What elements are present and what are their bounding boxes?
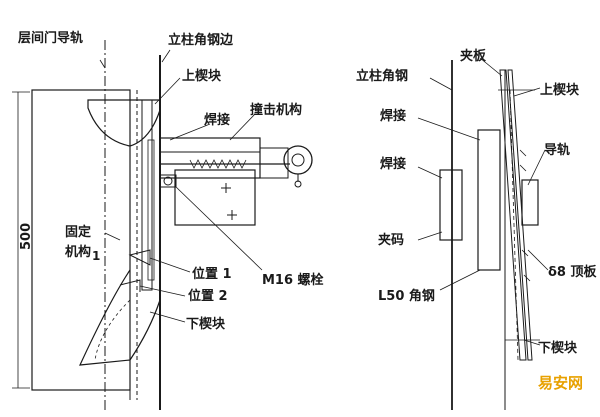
bracket-cross-1 [221, 183, 231, 193]
inner-plate-2 [147, 139, 155, 281]
bracket-cross-2 [227, 210, 237, 220]
clamp-plate-2 [507, 69, 533, 361]
label-dimension: 500 [19, 223, 34, 250]
leader-lower-wedge [149, 311, 186, 323]
m16-bolt-head [159, 174, 177, 188]
label-column-angle: 立柱角钢 [356, 68, 408, 84]
leader-clamp-code [417, 231, 443, 241]
left-view: 层间门导轨 立柱角钢边 上楔块 焊接 撞击机构 固定 机构 1 500 位置 1… [12, 30, 324, 410]
weld-block-upper [477, 129, 501, 271]
label-fixing-line2: 机构 [65, 244, 91, 260]
leader-weld-top [417, 117, 481, 141]
label-weld: 焊接 [204, 112, 230, 128]
leader-right-upper-wedge [513, 87, 541, 97]
leader-striker [229, 113, 256, 141]
lower-wedge-dash [94, 299, 131, 361]
label-fixing-line1: 固定 [65, 224, 91, 240]
m16-bolt-nut [163, 176, 173, 186]
striker-arm [259, 147, 289, 179]
leader-right-lower-wedge [523, 339, 541, 346]
label-right-lower-wedge: 下楔块 [538, 340, 578, 356]
striker-roller-hub [291, 153, 305, 167]
label-position-2: 位置 2 [188, 288, 228, 304]
leader-weld-bottom [417, 166, 443, 179]
lower-wedge-shape [79, 269, 161, 366]
label-clamp-code: 夹码 [378, 232, 404, 248]
label-angle-steel: L50 角钢 [378, 288, 435, 304]
leader-guide-rail [527, 149, 546, 186]
clamp-plate-1 [499, 69, 527, 361]
label-column-angle-edge: 立柱角钢边 [168, 32, 234, 48]
label-upper-wedge: 上楔块 [182, 68, 222, 84]
upper-wedge-shape [87, 99, 161, 147]
clamp-block [439, 169, 463, 241]
leader-clamp-plate [479, 57, 503, 77]
hatch-marks [519, 149, 531, 282]
leader-column [161, 49, 171, 63]
leader-pos1 [149, 257, 191, 273]
position-2-mark [119, 279, 141, 292]
leader-fixing [104, 232, 121, 241]
label-m16-bolt: M16 螺栓 [262, 272, 324, 288]
label-guide-rail: 导轨 [544, 142, 570, 158]
leader-angle-steel [439, 269, 481, 291]
leader-top-plate [527, 249, 549, 271]
label-fixing-sub: 1 [92, 249, 100, 263]
inner-plate [141, 99, 153, 291]
leader-rail [99, 59, 106, 69]
leader-bolt [174, 185, 263, 271]
label-clamp-plate: 夹板 [460, 48, 487, 64]
label-lower-wedge: 下楔块 [186, 316, 226, 332]
right-view: 立柱角钢 夹板 上楔块 焊接 导轨 焊接 夹码 δ8 顶板 L50 角钢 下楔块 [356, 48, 598, 410]
leader-weld [169, 123, 211, 141]
inner-dash [509, 89, 519, 361]
label-weld-top: 焊接 [380, 108, 406, 124]
fixing-mechanism-frame [31, 89, 131, 391]
leader-upper-wedge [154, 77, 181, 105]
roller-pin [294, 180, 302, 188]
leader-pos2 [139, 285, 186, 297]
position-1-mark [128, 249, 151, 266]
label-landing-door-rail: 层间门导轨 [18, 30, 83, 46]
watermark-logo: 易安网 [538, 374, 583, 392]
leader-column-angle [429, 77, 453, 91]
label-right-upper-wedge: 上楔块 [540, 82, 580, 98]
label-top-plate: δ8 顶板 [548, 264, 598, 280]
label-weld-bottom: 焊接 [380, 156, 406, 172]
guide-rail-block [521, 179, 539, 226]
label-striker: 撞击机构 [250, 102, 302, 118]
striker-spring [189, 159, 247, 169]
label-position-1: 位置 1 [192, 266, 232, 282]
